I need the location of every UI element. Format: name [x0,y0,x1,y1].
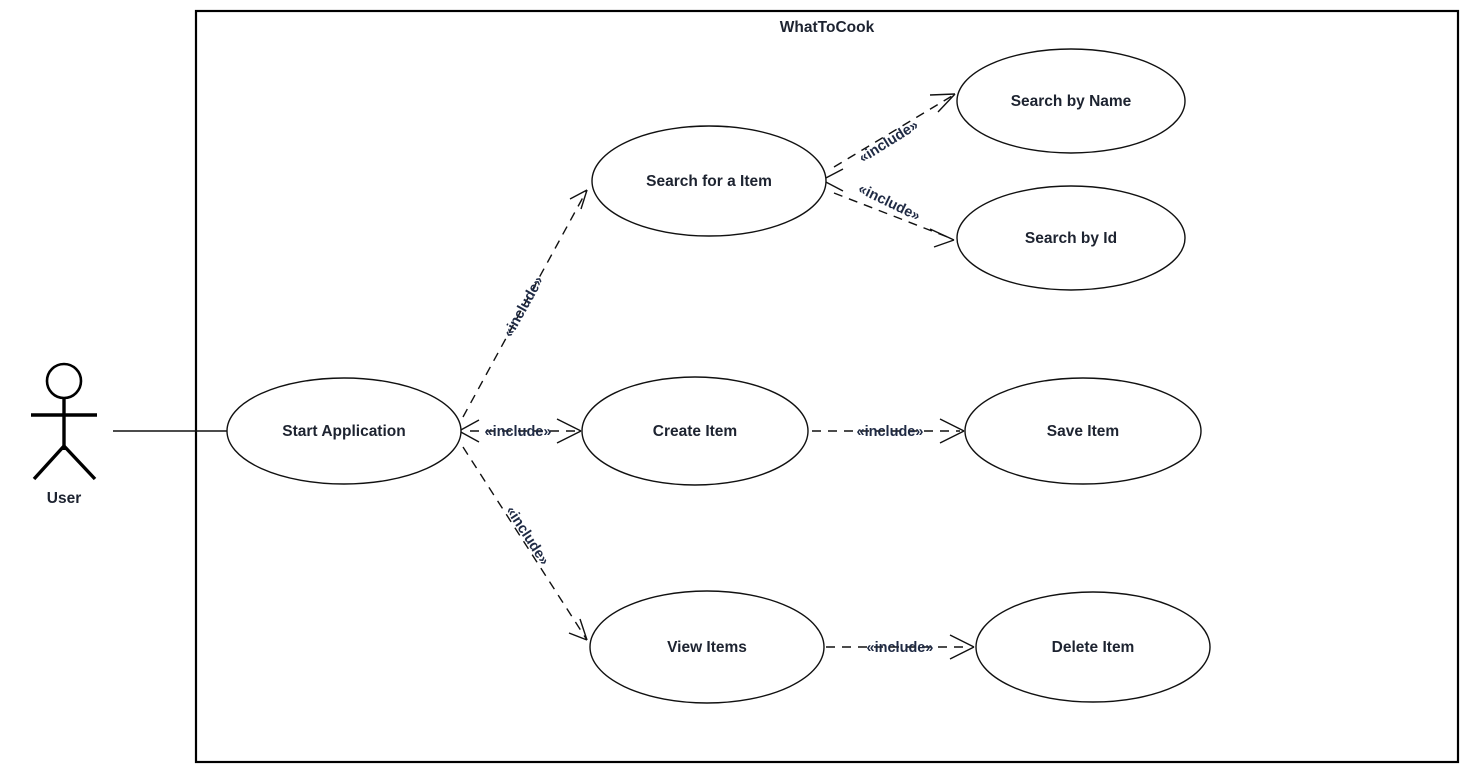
arrowhead-create-to-save [939,418,965,444]
use-case-label: Search for a Item [646,173,772,190]
actor-right-leg-line [62,444,97,481]
use-case-start-application[interactable]: Start Application [226,377,462,485]
arrowhead-view-to-delete [949,634,975,660]
include-line-start-to-view[interactable] [462,446,588,641]
use-case-label: Create Item [653,423,737,440]
system-boundary-title: WhatToCook [780,19,875,36]
use-case-view-items[interactable]: View Items [589,590,825,704]
arrowhead-start-to-create [556,418,582,444]
arrowhead-start-to-view [568,618,588,641]
use-case-search-for-a-item[interactable]: Search for a Item [591,125,827,237]
use-case-ellipse [226,377,462,485]
actor-left-leg-line [32,444,66,481]
use-case-ellipse [589,590,825,704]
use-case-ellipse [975,591,1211,703]
use-case-ellipse [591,125,827,237]
use-case-create-item[interactable]: Create Item [581,376,809,486]
include-label-view-to-delete: «include» [867,640,934,656]
use-case-label: Delete Item [1052,639,1135,656]
use-case-label: Search by Name [1011,93,1132,110]
actor-user-label: User [47,490,81,507]
include-line-start-to-search[interactable] [462,189,588,418]
use-case-label: Save Item [1047,423,1119,440]
actor-user[interactable]: User [31,362,97,507]
include-label-create-to-save: «include» [857,424,924,440]
include-label-start-to-create: «include» [485,424,552,440]
use-case-ellipse [956,48,1186,154]
use-case-label: Start Application [282,423,405,440]
arrowhead-start-to-search [569,189,588,210]
use-case-save-item[interactable]: Save Item [964,377,1202,485]
use-case-ellipse [964,377,1202,485]
use-case-delete-item[interactable]: Delete Item [975,591,1211,703]
actor-head-icon [45,362,83,400]
use-case-search-by-id[interactable]: Search by Id [956,185,1186,291]
use-case-label: Search by Id [1025,230,1117,247]
arrowhead-into-start-application [458,419,480,443]
arrowhead-search-to-name [929,93,956,113]
use-case-label: View Items [667,639,747,656]
include-line-search-to-name[interactable] [833,95,953,168]
use-case-ellipse [581,376,809,486]
include-line-search-to-id[interactable] [833,192,951,239]
arrowhead-search-to-id [929,228,955,248]
use-case-search-by-name[interactable]: Search by Name [956,48,1186,154]
use-case-ellipse [956,185,1186,291]
